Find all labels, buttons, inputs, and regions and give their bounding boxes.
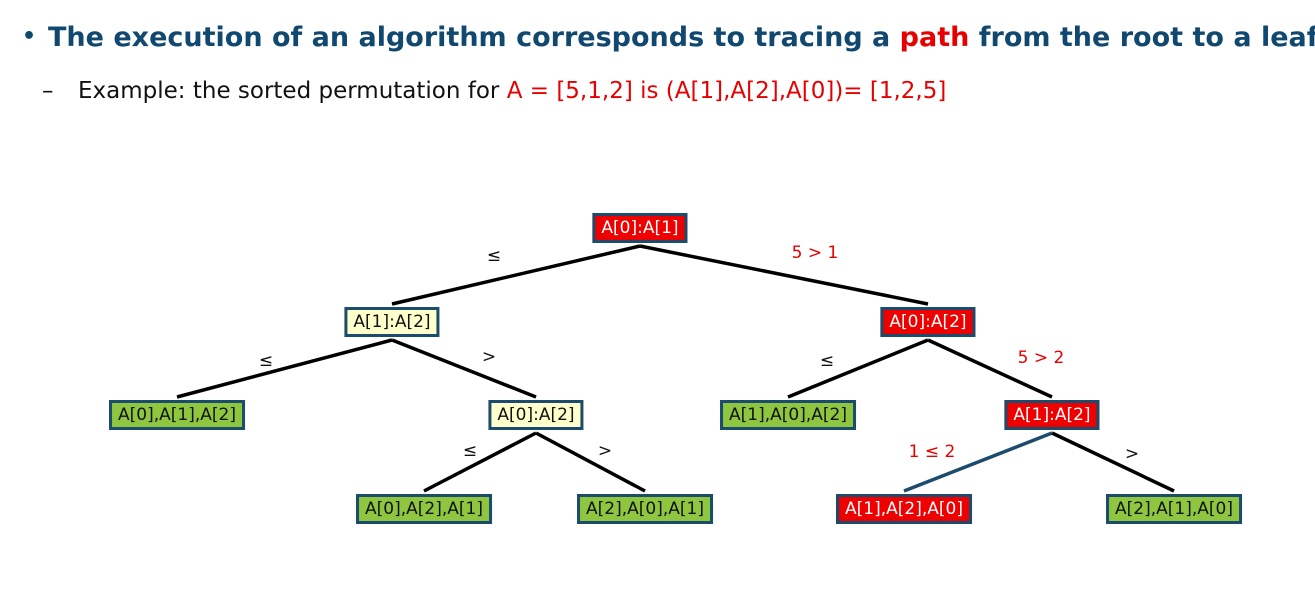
edge-label-n_a0a2_left-to-leaf_021: ≤: [462, 441, 478, 461]
edge-n_a0a2_right-to-leaf_102: [787, 338, 929, 399]
tree-leaf-leaf_210: A[2],A[1],A[0]: [1106, 494, 1242, 524]
tree-leaf-leaf_102: A[1],A[0],A[2]: [720, 400, 856, 430]
edge-label-n_a1a2_right-to-leaf_210: >: [1124, 444, 1140, 464]
edge-n_a0a2_right-to-n_a1a2_right: [927, 338, 1053, 399]
sub-bullet-text: Example: the sorted permutation for: [78, 78, 507, 104]
edge-n_a1a2-to-n_a0a2_left: [391, 338, 537, 399]
main-bullet-highlight: path: [899, 22, 970, 53]
edge-n_a1a2_right-to-leaf_210: [1051, 431, 1175, 493]
sub-bullet: –Example: the sorted permutation for A =…: [42, 78, 946, 104]
edge-n_a0a2_left-to-leaf_201: [535, 431, 646, 493]
edge-label-n_a0a2_right-to-n_a1a2_right: 5 > 2: [1017, 348, 1065, 368]
edge-label-root-to-n_a0a2_right: 5 > 1: [791, 243, 839, 263]
tree-node-root: A[0]:A[1]: [592, 213, 688, 243]
edge-label-n_a0a2_right-to-leaf_102: ≤: [819, 351, 835, 371]
sub-bullet-dash: –: [42, 78, 54, 104]
tree-node-n_a1a2_right: A[1]:A[2]: [1004, 400, 1100, 430]
main-bullet-text-before: The execution of an algorithm correspond…: [48, 22, 900, 53]
bullet-dot: •: [22, 24, 37, 49]
edge-root-to-n_a1a2: [391, 244, 641, 306]
tree-node-n_a1a2: A[1]:A[2]: [344, 307, 440, 337]
edge-label-n_a0a2_left-to-leaf_201: >: [597, 441, 613, 461]
edge-label-n_a1a2-to-leaf_012: ≤: [258, 351, 274, 371]
tree-node-n_a0a2_right: A[0]:A[2]: [880, 307, 976, 337]
edge-label-root-to-n_a1a2: ≤: [486, 246, 502, 266]
tree-leaf-leaf_012: A[0],A[1],A[2]: [109, 400, 245, 430]
main-bullet-text-after: from the root to a leaf: [969, 22, 1315, 53]
edge-n_a0a2_left-to-leaf_021: [423, 431, 537, 493]
edge-n_a1a2-to-leaf_012: [176, 338, 393, 399]
edge-n_a1a2_right-to-leaf_120: [903, 431, 1053, 493]
edge-label-n_a1a2_right-to-leaf_120: 1 ≤ 2: [908, 442, 956, 462]
tree-node-n_a0a2_left: A[0]:A[2]: [488, 400, 584, 430]
tree-leaf-leaf_021: A[0],A[2],A[1]: [356, 494, 492, 524]
edge-label-n_a1a2-to-n_a0a2_left: >: [481, 347, 497, 367]
edge-root-to-n_a0a2_right: [639, 244, 929, 306]
main-bullet: • The execution of an algorithm correspon…: [22, 22, 1315, 53]
sub-bullet-highlight: A = [5,1,2] is (A[1],A[2],A[0])= [1,2,5]: [506, 78, 947, 104]
tree-leaf-leaf_120: A[1],A[2],A[0]: [836, 494, 972, 524]
tree-leaf-leaf_201: A[2],A[0],A[1]: [577, 494, 713, 524]
